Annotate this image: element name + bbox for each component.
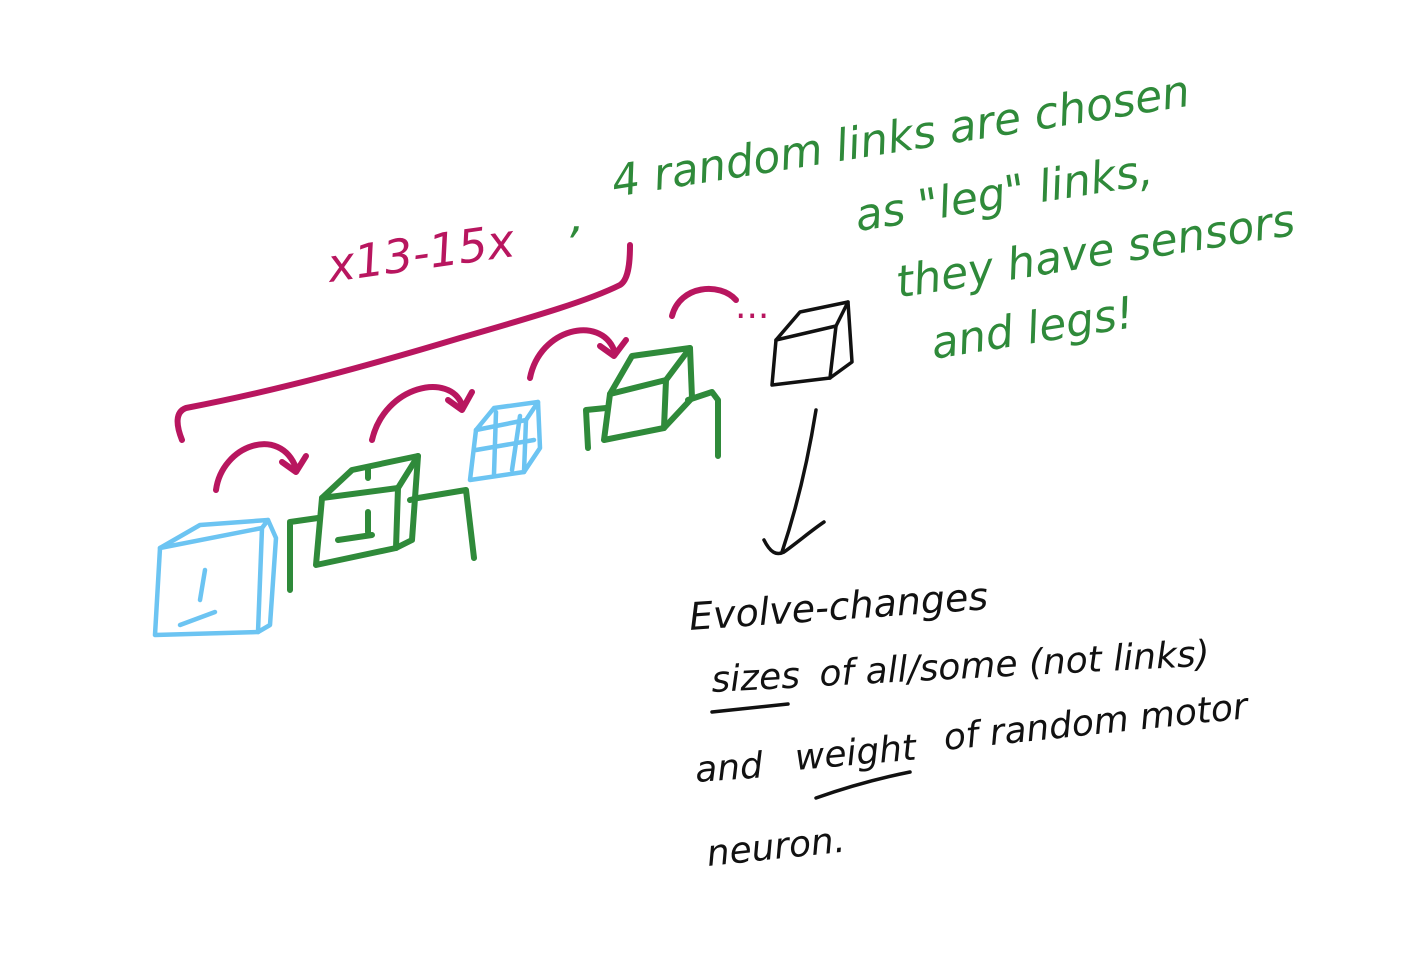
connection-arrow-3 bbox=[527, 327, 629, 381]
repeat-bracket bbox=[174, 242, 633, 443]
black-note-line4: neuron. bbox=[705, 820, 847, 875]
leg-left bbox=[583, 405, 609, 451]
connection-arrow-1 bbox=[213, 441, 309, 493]
separator-comma: , bbox=[570, 189, 585, 243]
black-note-line3-start: and bbox=[694, 745, 766, 791]
black-note-line2-underlined: sizes bbox=[710, 655, 801, 701]
leg-right bbox=[407, 487, 477, 561]
black-note: Evolve-changes sizes of all/some (not li… bbox=[688, 574, 1252, 875]
black-note-line1: Evolve-changes bbox=[688, 574, 990, 639]
black-note-line3-rest: of random motor bbox=[942, 686, 1252, 759]
green-note-line4: and legs! bbox=[927, 287, 1137, 369]
connection-arrow-4 bbox=[669, 285, 739, 319]
underline-weight bbox=[814, 770, 912, 800]
green-note: 4 random links are chosen as "leg" links… bbox=[608, 66, 1298, 370]
underline-sizes bbox=[710, 702, 790, 714]
link-cube-3 bbox=[467, 399, 543, 483]
link-cube-1 bbox=[152, 517, 279, 638]
black-note-line2-rest: of all/some (not links) bbox=[818, 634, 1210, 695]
leg-right bbox=[685, 389, 721, 459]
repeat-range-label: x13-15x bbox=[322, 213, 519, 293]
connection-arrow-2 bbox=[369, 384, 475, 443]
black-note-line3-underlined: weight bbox=[793, 727, 919, 779]
leg-link-cube-2 bbox=[287, 453, 477, 593]
continuation-dots: ... bbox=[735, 286, 769, 327]
evolved-link-cube bbox=[770, 300, 854, 387]
evolve-arrow bbox=[762, 408, 826, 556]
leg-left bbox=[287, 515, 321, 593]
leg-link-cube-4 bbox=[583, 345, 721, 459]
